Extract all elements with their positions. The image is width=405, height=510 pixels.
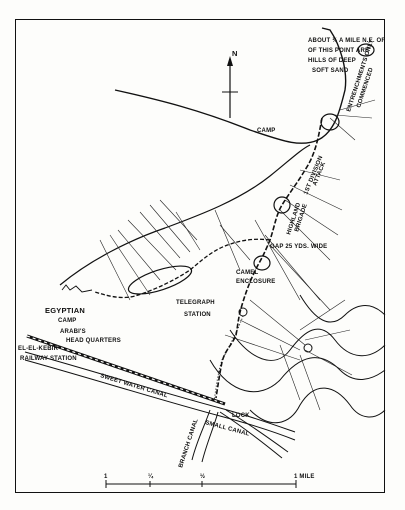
redoubt-northeast	[357, 43, 375, 57]
label-egyptian: EGYPTIAN	[45, 306, 85, 315]
left-wiggle	[61, 284, 93, 293]
branch-canal	[191, 409, 289, 463]
scale-bar: 1 ¼ ½ 1 MILE	[104, 473, 315, 488]
label-gap: GAP 25 YDS. WIDE	[270, 244, 327, 250]
fan-lines	[99, 99, 376, 411]
sand-boundary-line	[114, 27, 347, 144]
road-dotted	[213, 315, 244, 403]
label-about-2: OF THIS POINT ARE	[308, 48, 369, 54]
label-head-quarters: HEAD QUARTERS	[66, 338, 121, 344]
label-railway-station: RAILWAY STATION	[20, 356, 77, 362]
label-about-4: SOFT SAND	[312, 68, 349, 74]
scale-tick-half: ½	[200, 473, 205, 480]
label-about-1: ABOUT ½ A MILE N.E. OF	[308, 37, 385, 44]
north-arrow: N	[222, 49, 238, 118]
redoubt-center	[273, 196, 291, 214]
label-camel: CAMEL	[236, 270, 258, 276]
label-lock: LOCK	[232, 413, 250, 419]
label-branch-canal: BRANCH CANAL	[178, 418, 200, 469]
label-station: STATION	[184, 312, 211, 318]
scale-tick-quarter: ¼	[148, 473, 154, 480]
label-sweet-water: SWEET WATER CANAL	[99, 373, 168, 399]
railway	[26, 334, 226, 406]
label-about-3: HILLS OF DEEP	[308, 58, 356, 64]
label-camp: CAMP	[257, 128, 275, 134]
north-label: N	[232, 49, 238, 58]
redoubt-south	[303, 343, 313, 353]
label-telegraph: TELEGRAPH	[176, 300, 215, 306]
redoubt-north	[320, 113, 340, 131]
left-line	[94, 238, 271, 299]
scale-tick-1: 1	[104, 474, 108, 480]
map-border	[15, 19, 385, 493]
redoubt-west	[127, 265, 193, 295]
label-el-kebir: EL-EL-KEBIR	[18, 346, 59, 352]
label-egyptian-camp: CAMP	[58, 318, 76, 324]
label-enclosure: ENCLOSURE	[236, 279, 275, 285]
entrenchment-line	[215, 117, 323, 399]
label-arabis: ARABI'S	[60, 329, 86, 335]
scale-tick-mile: 1 MILE	[294, 474, 315, 480]
redoubt-gap	[253, 255, 271, 271]
outer-dune-line	[59, 144, 311, 286]
contour-lines	[209, 294, 386, 424]
sweet-water-canal	[24, 351, 296, 441]
